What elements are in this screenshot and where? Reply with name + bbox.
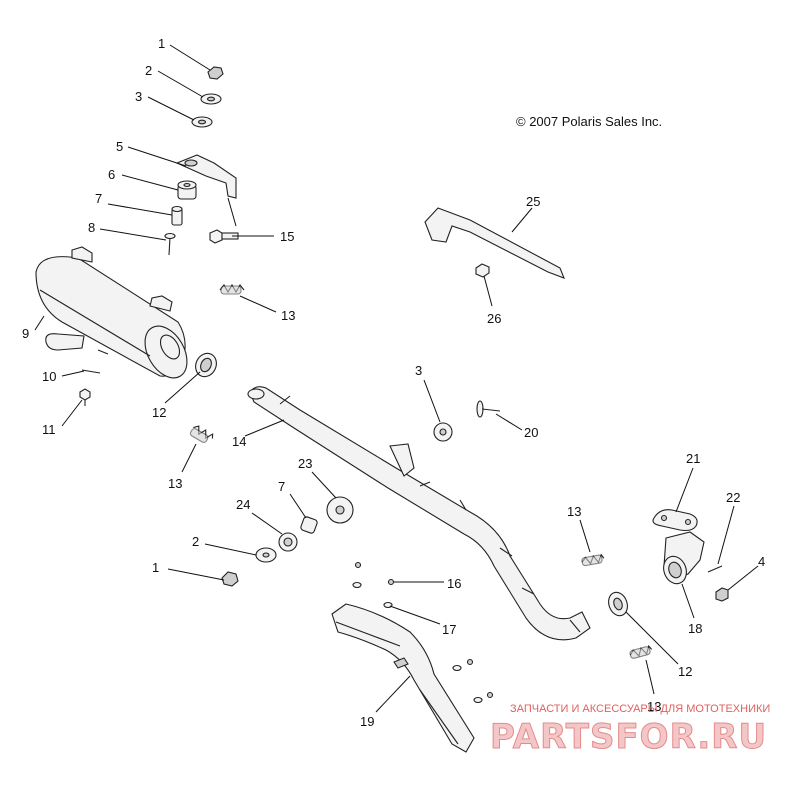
callout-1-lower: 1 [152, 560, 159, 575]
callout-19: 19 [360, 714, 374, 729]
callout-17: 17 [442, 622, 456, 637]
watermark: ЗАПЧАСТИ И АКСЕССУАРЫ ДЛЯ МОТОТЕХНИКИ PA… [490, 703, 771, 758]
callout-7-mid: 7 [278, 479, 285, 494]
heat-shield-lower [331, 603, 475, 753]
callout-23: 23 [298, 456, 312, 471]
gasket-ring-left [195, 352, 217, 378]
ring-mid [278, 532, 298, 552]
watermark-logo: PARTSFOR.RU [490, 717, 767, 757]
callout-25: 25 [526, 194, 540, 209]
callout-26: 26 [487, 311, 501, 326]
callout-24: 24 [236, 497, 250, 512]
callout-4: 4 [758, 554, 765, 569]
callout-15: 15 [280, 229, 294, 244]
watermark-tagline: ЗАПЧАСТИ И АКСЕССУАРЫ ДЛЯ МОТОТЕХНИКИ [510, 703, 770, 715]
callout-13-left: 13 [168, 476, 182, 491]
callout-9: 9 [22, 326, 29, 341]
callout-12-left: 12 [152, 405, 166, 420]
mount-bracket [175, 154, 237, 199]
rubber-grommet [177, 180, 197, 200]
callout-2-lower: 2 [192, 534, 199, 549]
callout-13-mid: 13 [567, 504, 581, 519]
muffler [35, 246, 188, 379]
bolt-mid [476, 400, 501, 418]
spring-right [581, 553, 605, 567]
bushing-mid [300, 516, 318, 534]
heat-shield-bracket [424, 207, 565, 279]
callout-10: 10 [42, 369, 56, 384]
washer-mid [433, 422, 453, 442]
callout-11: 11 [42, 422, 56, 437]
callout-21: 21 [686, 451, 700, 466]
callout-5: 5 [116, 139, 123, 154]
callout-20: 20 [524, 425, 538, 440]
spring-top [219, 283, 245, 295]
callout-6: 6 [108, 167, 115, 182]
callout-14: 14 [232, 434, 246, 449]
copyright-notice: © 2007 Polaris Sales Inc. [516, 114, 662, 129]
callout-1-top: 1 [158, 36, 165, 51]
exhaust-flange [663, 531, 705, 585]
callout-labels: 1 2 3 5 6 7 8 15 13 9 10 11 12 14 13 25 … [22, 36, 765, 729]
callout-12-right: 12 [678, 664, 692, 679]
nut-right [715, 587, 729, 602]
callout-3-mid: 3 [415, 363, 422, 378]
callout-7-top: 7 [95, 191, 102, 206]
nut-top [207, 66, 224, 80]
header-pipe [247, 386, 591, 641]
callout-13-right: 13 [647, 699, 661, 714]
callout-22: 22 [726, 490, 740, 505]
callout-8: 8 [88, 220, 95, 235]
bolt-small [164, 232, 176, 256]
bolt-muffler [79, 388, 91, 406]
bushing-top [171, 205, 183, 226]
spring-left [189, 425, 214, 443]
callout-13-top: 13 [281, 308, 295, 323]
callout-16: 16 [447, 576, 461, 591]
washer-top [200, 93, 222, 105]
nut-lower [221, 571, 239, 587]
washer-top-large [191, 116, 213, 128]
stud-bolt [707, 565, 723, 573]
callout-3-top: 3 [135, 89, 142, 104]
bracket-bolt [475, 263, 490, 278]
callout-18: 18 [688, 621, 702, 636]
pin-clip [81, 369, 101, 374]
leader-lines [34, 44, 759, 713]
grommet-mid [326, 496, 354, 524]
spring-lower-right [629, 644, 653, 659]
flange-gasket [652, 509, 698, 532]
gasket-ring-right [608, 591, 628, 617]
washer-lower [255, 547, 277, 563]
callout-2-top: 2 [145, 63, 152, 78]
